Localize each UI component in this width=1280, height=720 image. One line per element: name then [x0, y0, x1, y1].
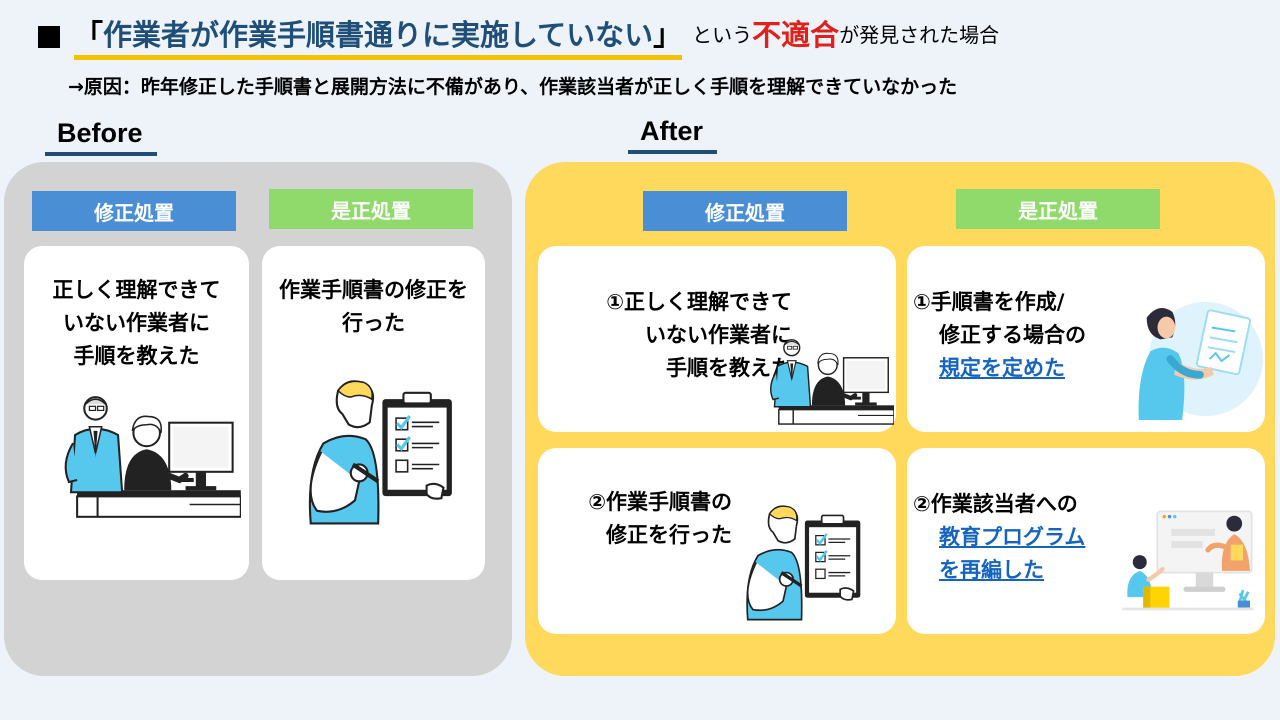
- teaching-workers-illustration-icon: [750, 336, 894, 430]
- after-card3-line1: ②作業手順書の: [588, 490, 732, 514]
- after-card4: ②作業該当者への 教育プログラム を再編した: [907, 448, 1265, 634]
- before-card2-line2: 行った: [342, 311, 405, 335]
- after-card1-text: ①正しく理解できて いない作業者に 手順を教えた: [552, 286, 792, 385]
- before-card1-line1: 正しく理解できて: [52, 278, 221, 302]
- woman-document-illustration-icon: [1117, 296, 1265, 424]
- teaching-workers-illustration-icon: [36, 392, 241, 525]
- after-card2-line1: ①手順書を作成/: [913, 290, 1065, 314]
- checklist-man-illustration-icon: [736, 502, 862, 628]
- training-program-illustration-icon: [1117, 498, 1257, 614]
- before-card2-text: 作業手順書の修正を 行った: [262, 274, 485, 340]
- after-card3-text: ②作業手順書の 修正を行った: [542, 486, 732, 552]
- before-card1-line3: 手順を教えた: [73, 344, 200, 368]
- after-card4-line3-link[interactable]: を再編した: [939, 558, 1044, 582]
- cause-line: →原因：昨年修正した手順書と展開方法に不備があり、作業該当者が正しく手順を理解で…: [68, 76, 958, 98]
- after-card1-line1: ①正しく理解できて: [606, 290, 792, 314]
- after-card2-line3-link[interactable]: 規定を定めた: [939, 356, 1065, 380]
- title-row: 「作業者が作業手順書通りに実施していない」 という 不適合 が発見された場合: [38, 10, 999, 60]
- after-card2: ①手順書を作成/ 修正する場合の 規定を定めた: [907, 246, 1265, 432]
- after-card4-text: ②作業該当者への 教育プログラム を再編した: [913, 488, 1085, 587]
- after-card1-line3: 手順を教えた: [666, 356, 792, 380]
- after-card3: ②作業手順書の 修正を行った: [538, 448, 896, 634]
- title-tail-text: が発見された場合: [839, 23, 1000, 47]
- after-card2-line2: 修正する場合の: [939, 323, 1086, 347]
- before-card-correction: 正しく理解できて いない作業者に 手順を教えた: [24, 246, 249, 580]
- title-square-bullet: [38, 26, 60, 48]
- before-label: Before: [45, 116, 157, 156]
- before-tag-corrective-action: 是正処置: [269, 189, 473, 229]
- after-tag-corrective-action: 是正処置: [956, 189, 1160, 229]
- before-card1-text: 正しく理解できて いない作業者に 手順を教えた: [24, 274, 249, 373]
- before-tag-correction: 修正処置: [32, 191, 236, 231]
- after-card1: ①正しく理解できて いない作業者に 手順を教えた: [538, 246, 896, 432]
- after-label: After: [628, 114, 718, 154]
- before-card2-line1: 作業手順書の修正を: [279, 278, 468, 302]
- after-tag-correction: 修正処置: [643, 191, 847, 231]
- after-card4-line2-link[interactable]: 教育プログラム: [939, 525, 1086, 549]
- after-card4-line1: ②作業該当者への: [913, 492, 1078, 516]
- title-mid-text: という: [692, 23, 753, 47]
- before-card1-line2: いない作業者に: [63, 311, 210, 335]
- title-highlight: 作業者が作業手順書通りに実施していない: [103, 18, 654, 52]
- title-red-word: 不適合: [752, 18, 840, 52]
- title-bracket-close: 」: [653, 18, 683, 52]
- before-card-corrective: 作業手順書の修正を 行った: [262, 246, 485, 580]
- after-card2-text: ①手順書を作成/ 修正する場合の 規定を定めた: [913, 286, 1086, 385]
- after-card3-line2: 修正を行った: [606, 523, 732, 547]
- checklist-man-illustration-icon: [296, 376, 454, 534]
- after-card1-line2: いない作業者に: [645, 323, 792, 347]
- page-title: 「作業者が作業手順書通りに実施していない」: [74, 17, 683, 60]
- title-bracket-open: 「: [74, 18, 104, 52]
